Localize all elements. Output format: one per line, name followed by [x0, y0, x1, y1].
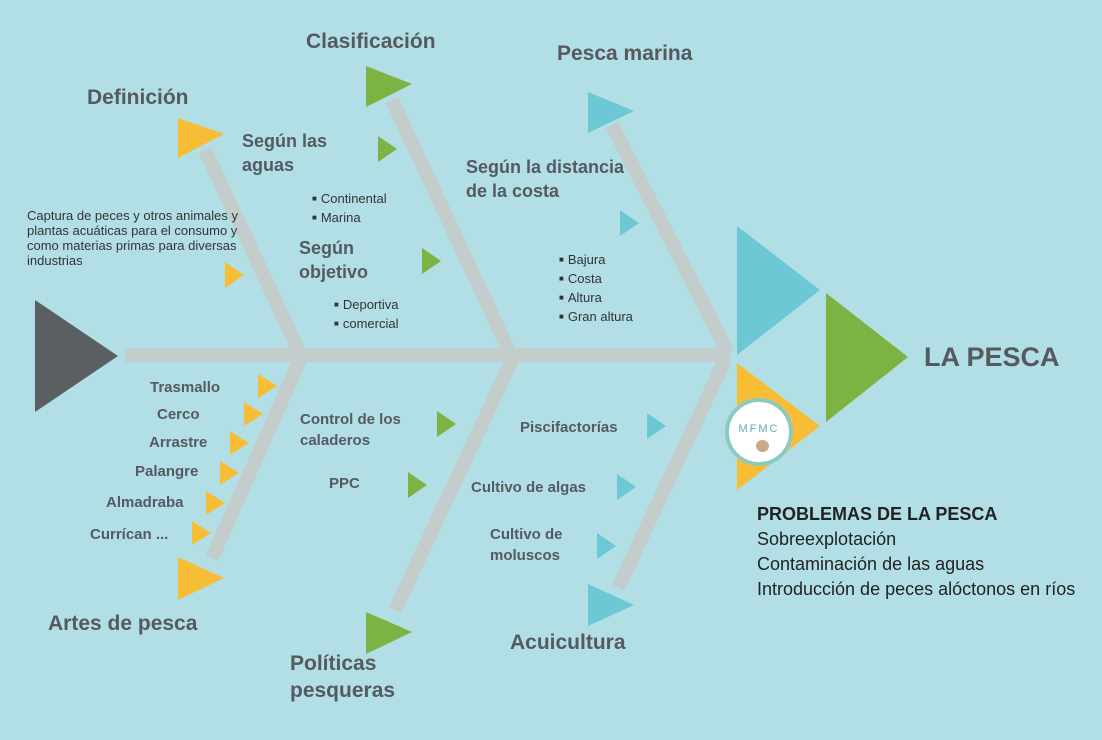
arrow-definition-text	[225, 262, 244, 288]
arrow-palangre	[220, 461, 239, 485]
diagram-title: LA PESCA	[924, 342, 1060, 372]
distancia-item: Costa	[559, 270, 633, 289]
segun-distancia-label: Según la distancia de la costa	[466, 157, 625, 201]
arrow-definicion	[178, 118, 224, 158]
problema-item: Contaminación de las aguas	[757, 554, 985, 574]
aguas-list: Continental Marina	[312, 190, 387, 228]
problema-item: Introducción de peces alóctonos en ríos	[757, 579, 1076, 599]
fish-tail	[35, 300, 118, 412]
mfmc-logo: MFMC	[725, 398, 793, 466]
aguas-item: Continental	[312, 190, 387, 209]
politica-item: Control de los caladeros	[300, 411, 401, 449]
category-pesca-marina: Pesca marina	[557, 42, 693, 65]
politica-item: PPC	[329, 475, 360, 492]
bone-artes	[205, 357, 307, 561]
arrow-almadraba	[206, 491, 225, 515]
bone-clasificacion	[385, 97, 517, 356]
arrow-acuicultura	[588, 584, 634, 626]
objetivo-list: Deportiva comercial	[334, 296, 399, 334]
arte-item: Almadraba	[106, 494, 184, 511]
segun-aguas-label: Según las aguas	[242, 131, 328, 175]
distancia-item: Gran altura	[559, 308, 633, 327]
arte-item: Arrastre	[149, 434, 208, 451]
segun-objetivo-label: Según objetivo	[299, 238, 369, 282]
arte-item: Palangre	[135, 463, 199, 480]
arrow-segun-aguas	[378, 136, 397, 162]
objetivo-item: comercial	[334, 315, 399, 334]
aguas-item: Marina	[312, 209, 387, 228]
category-clasificacion: Clasificación	[306, 30, 436, 53]
head-cyan-triangle	[737, 226, 820, 355]
distancia-item: Bajura	[559, 251, 633, 270]
arrow-artes	[178, 557, 224, 600]
arrow-control-caladeros	[437, 411, 456, 437]
bone-acuicultura	[611, 357, 732, 591]
arrow-pesca-marina	[588, 92, 634, 133]
arrow-segun-distancia	[620, 210, 639, 236]
category-artes: Artes de pesca	[48, 612, 198, 635]
bone-pesca-marina	[605, 121, 735, 357]
category-politicas: Políticas pesqueras	[290, 652, 396, 702]
arrow-cultivo-moluscos	[597, 533, 616, 559]
problemas-heading: PROBLEMAS DE LA PESCA	[757, 504, 998, 524]
acuicultura-item: Cultivo de algas	[471, 479, 587, 496]
acuicultura-item: Piscifactorías	[520, 419, 618, 436]
distancia-list: Bajura Costa Altura Gran altura	[559, 251, 633, 327]
arrow-cultivo-algas	[617, 474, 636, 500]
bone-definicion	[198, 147, 307, 356]
arrow-cerco	[244, 402, 263, 426]
arrow-politicas	[366, 612, 412, 654]
arrow-ppc	[408, 472, 427, 498]
category-acuicultura: Acuicultura	[510, 631, 626, 654]
arrow-segun-objetivo	[422, 248, 441, 274]
category-definicion: Definición	[87, 86, 189, 109]
head-green-triangle	[826, 293, 908, 422]
arrow-clasificacion	[366, 66, 412, 107]
distancia-item: Altura	[559, 289, 633, 308]
logo-text: MFMC	[738, 423, 780, 435]
problema-item: Sobreexplotación	[757, 529, 897, 549]
arrow-arrastre	[230, 431, 249, 455]
problemas-block: PROBLEMAS DE LA PESCA Sobreexplotación C…	[757, 502, 1087, 602]
arte-item: Trasmallo	[150, 379, 221, 396]
acuicultura-item: Cultivo de moluscos	[490, 526, 563, 564]
arrow-piscifactorias	[647, 413, 666, 439]
bones	[125, 97, 735, 613]
arrow-trasmallo	[258, 374, 277, 398]
bone-politicas	[388, 357, 519, 613]
logo-avatar-icon	[756, 440, 769, 452]
arrow-currican	[192, 521, 211, 545]
arte-item: Cerco	[157, 406, 200, 423]
arte-item: Currícan ...	[90, 526, 169, 543]
definition-text: Captura de peces y otros animales y plan…	[27, 208, 238, 268]
objetivo-item: Deportiva	[334, 296, 399, 315]
